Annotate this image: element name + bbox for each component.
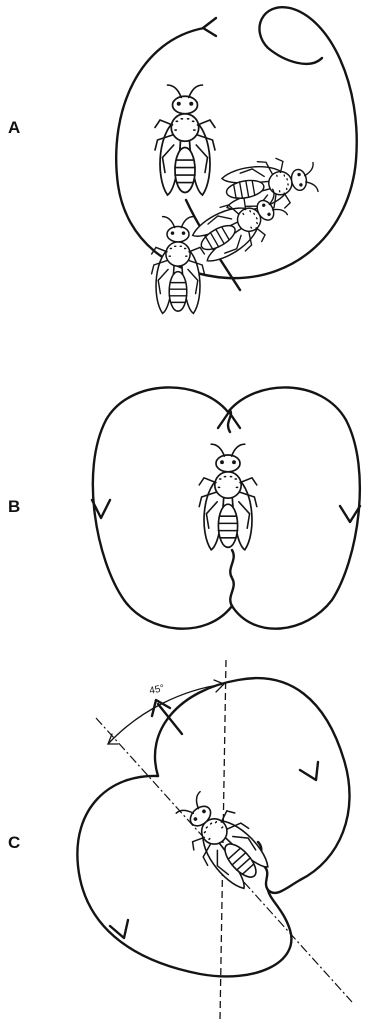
bee-dancer-a (155, 85, 215, 195)
panel-a-round-dance (116, 7, 357, 313)
angled-loop-lower (77, 776, 291, 977)
bee-dancer-c (168, 784, 277, 896)
angle-label: 45° (148, 683, 165, 697)
panel-b-waggle-dance (92, 387, 360, 628)
upper-loop-arrowhead-icon (300, 762, 318, 780)
panel-c-waggle-dance: 45° (77, 660, 352, 1020)
bee-dancer-b (199, 444, 257, 550)
round-dance-arrowhead-icon (203, 18, 216, 36)
